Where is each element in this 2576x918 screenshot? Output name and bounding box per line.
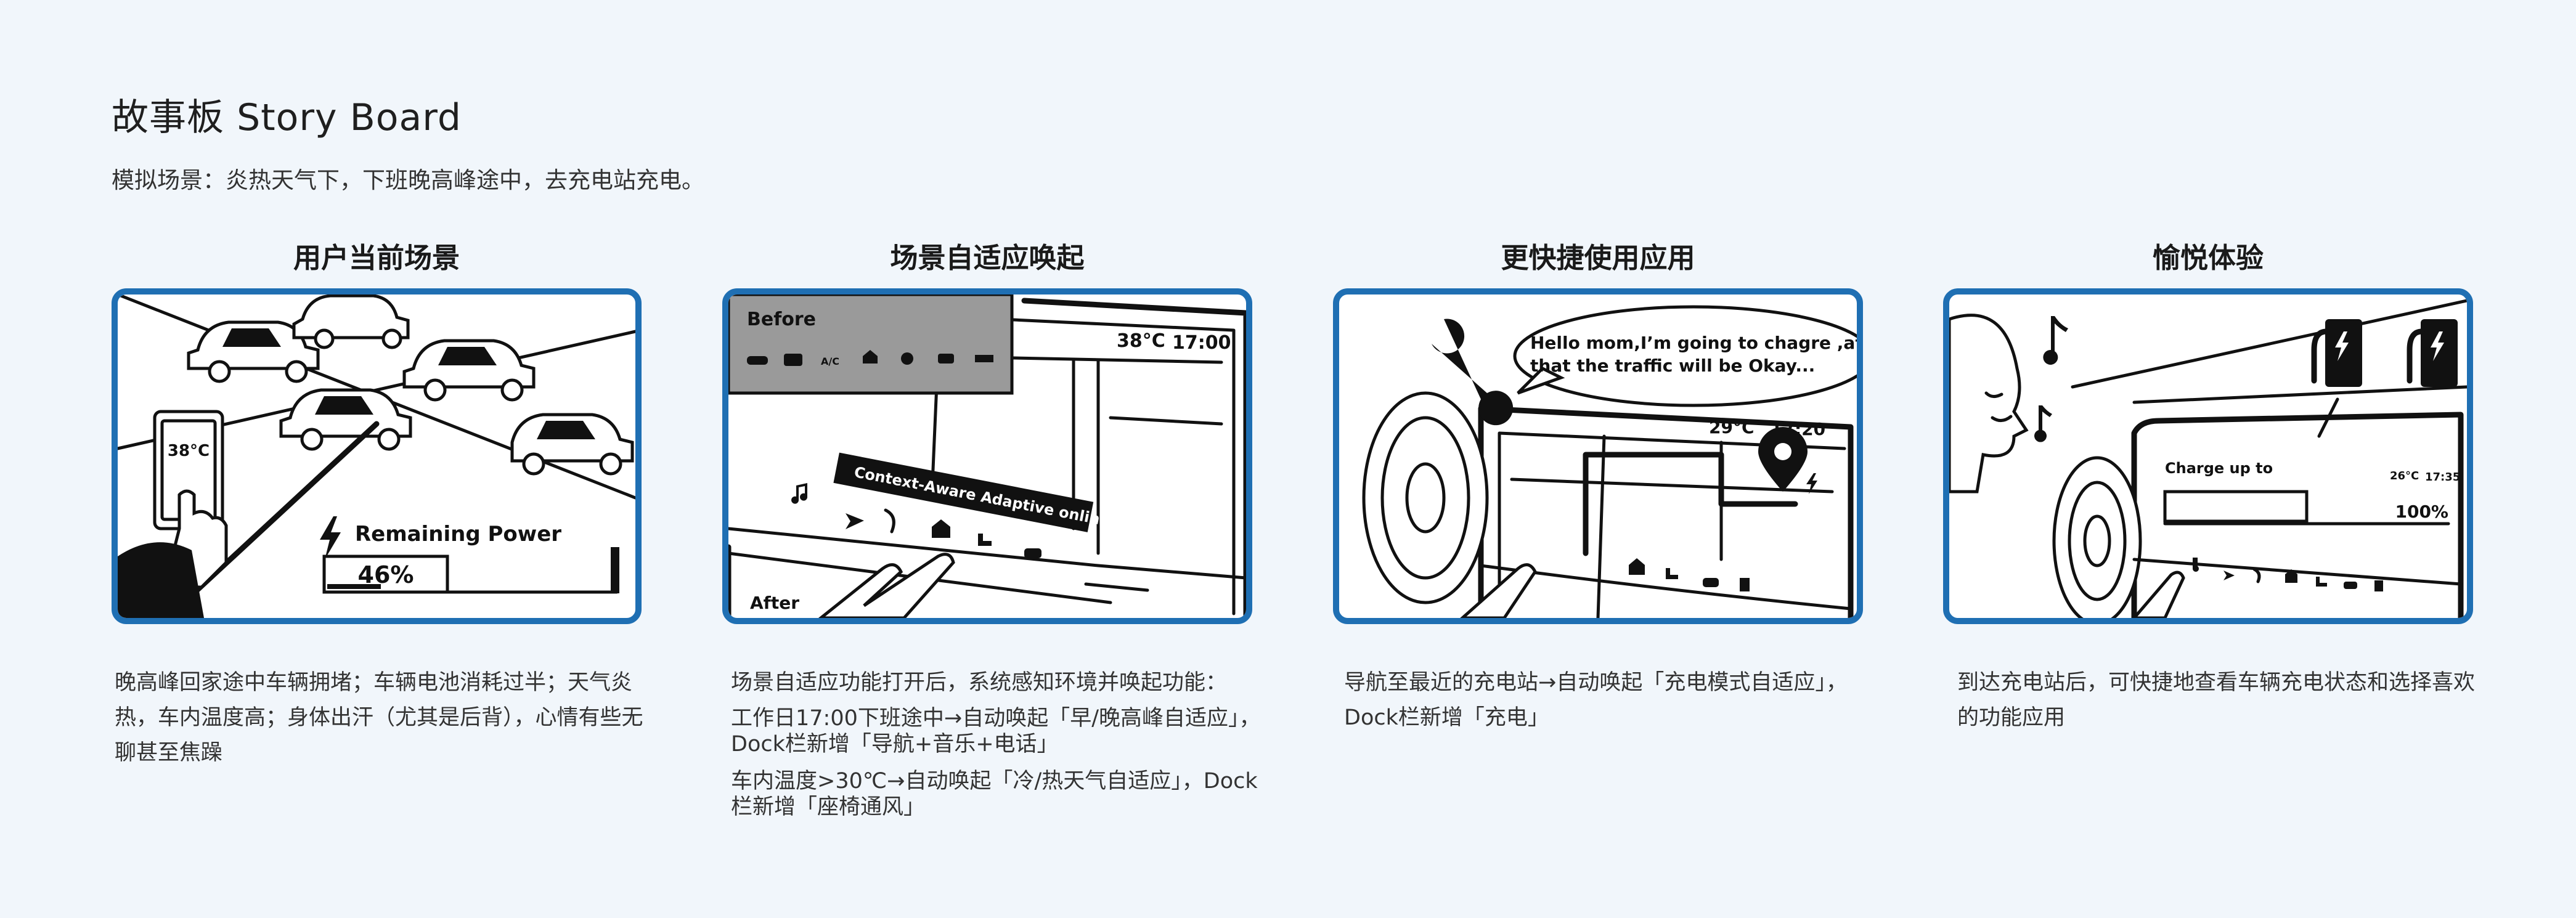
battery-level-fill	[327, 584, 381, 589]
remaining-power-label: Remaining Power	[355, 522, 561, 546]
charger-icon	[2311, 319, 2362, 387]
column-heading-current-scene: 用户当前场景	[293, 242, 460, 274]
page-title: 故事板 Story Board	[112, 96, 462, 139]
speech-bubble	[1513, 305, 1857, 407]
time-readout: 17:00	[1172, 332, 1231, 354]
lightning-icon	[320, 516, 341, 559]
column-description-quick-apps: 导航至最近的充电站→自动唤起「充电模式自适应」，Dock栏新增「充电」	[1344, 665, 1874, 741]
location-pin-icon	[1758, 427, 1808, 492]
music-icon	[2193, 558, 2199, 572]
home-icon	[1629, 558, 1645, 575]
phone-temperature: 38°C	[168, 442, 210, 460]
seat-ventilation-icon	[2316, 577, 2327, 587]
seat-ventilation-icon	[1666, 568, 1678, 579]
speech-text-line1: Hello mom,I’m going to chagre ,after	[1530, 333, 1857, 353]
storyboard-panel-quick-apps: 29°C 17:20 Hello mom,I’m going to chagre…	[1333, 288, 1863, 624]
fan-icon	[901, 352, 913, 365]
charging-station-illustration: Charge up to 26°C 17:35 100%	[1949, 299, 2467, 618]
description-text: 到达充电站后，可快捷地查看车辆充电状态和选择喜欢的功能应用	[1957, 670, 2476, 730]
home-icon	[863, 350, 878, 364]
context-aware-banner: Context-Aware Adaptive online	[833, 452, 1111, 532]
car-icon	[187, 320, 320, 383]
smiling-person	[1949, 314, 2029, 494]
charger-icon	[2407, 319, 2458, 387]
car-icon	[279, 388, 412, 451]
bus-icon	[784, 354, 802, 366]
car-front-icon	[1024, 548, 1041, 558]
phone-call-icon	[884, 508, 895, 534]
description-text: 工作日17:00下班途中→自动唤起「早/晚高峰自适应」，Dock栏新增「导航+音…	[731, 706, 1261, 757]
speech-text-line2: that the traffic will be Okay...	[1530, 355, 1815, 376]
column-heading-pleasant-experience: 愉悦体验	[2152, 242, 2264, 274]
navigation-icon	[2223, 571, 2235, 580]
storyboard-panel-adaptive-wakeup: 38°C 17:00 Before A/C Context-Aware Adap…	[722, 288, 1252, 624]
car-front-icon	[1703, 578, 1719, 587]
phone-icon: 38°C	[153, 410, 224, 530]
car-icon	[402, 339, 536, 402]
music-note-icon	[2034, 405, 2052, 442]
traffic-scene-illustration: 38°C Remaining Power 46%	[118, 294, 635, 618]
lightning-icon	[1806, 473, 1817, 494]
storyboard-panel-current-scene: 38°C Remaining Power 46%	[112, 288, 642, 624]
storyboard-panel-pleasant-experience: Charge up to 26°C 17:35 100%	[1943, 288, 2473, 624]
seat-ventilation-icon	[978, 534, 992, 546]
home-icon	[932, 519, 950, 538]
column-description-pleasant-experience: 到达充电站后，可快捷地查看车辆充电状态和选择喜欢的功能应用	[1957, 665, 2487, 741]
column-heading-quick-apps: 更快捷使用应用	[1501, 242, 1695, 274]
temperature-readout: 38°C	[1117, 330, 1165, 352]
navigation-call-illustration: 29°C 17:20 Hello mom,I’m going to chagre…	[1362, 305, 1857, 618]
description-text: 晚高峰回家途中车辆拥堵；车辆电池消耗过半；天气炎热，车内温度高；身体出汗（尤其是…	[115, 670, 643, 765]
ac-label: A/C	[821, 355, 839, 367]
column-heading-adaptive-wakeup: 场景自适应唤起	[890, 242, 1085, 274]
description-text: 车内温度>30℃→自动唤起「冷/热天气自适应」，Dock栏新增「座椅通风」	[731, 769, 1258, 819]
car-icon	[292, 294, 410, 349]
battery-percentage: 46%	[358, 561, 414, 588]
charging-icon	[2374, 580, 2383, 591]
navigation-icon	[846, 513, 864, 529]
column-description-current-scene: 晚高峰回家途中车辆拥堵；车辆电池消耗过半；天气炎热，车内温度高；身体出汗（尤其是…	[115, 665, 645, 776]
before-dock-panel	[728, 294, 1014, 395]
charge-percentage: 100%	[2395, 502, 2448, 522]
car-front-icon	[938, 354, 954, 364]
column-description-adaptive-wakeup: 场景自适应功能打开后，系统感知环境并唤起功能： 工作日17:00下班途中→自动唤…	[731, 665, 1261, 825]
home-icon	[2285, 569, 2297, 583]
phone-handset-icon	[1432, 319, 1514, 426]
temperature-readout: 29°C	[1709, 417, 1755, 437]
charging-icon	[1740, 578, 1750, 591]
page-subtitle: 模拟场景：炎热天气下，下班晚高峰途中，去充电站充电。	[112, 167, 704, 193]
car-front-icon	[2344, 582, 2357, 589]
after-label: After	[750, 593, 799, 613]
music-note-icon	[2043, 316, 2068, 365]
adaptive-dock-illustration: 38°C 17:00 Before A/C Context-Aware Adap…	[728, 294, 1246, 618]
music-icon	[791, 483, 808, 504]
time-readout: 17:35	[2425, 471, 2460, 484]
seat-heat-icon	[975, 355, 993, 362]
charge-progress-bar	[2163, 490, 2309, 523]
temperature-readout: 26°C	[2390, 469, 2419, 482]
car-icon	[510, 413, 634, 476]
before-label: Before	[747, 309, 816, 330]
car-icon	[747, 356, 768, 365]
description-text: 导航至最近的充电站→自动唤起「充电模式自适应」，Dock栏新增「充电」	[1344, 670, 1848, 730]
phone-call-icon	[2252, 567, 2261, 583]
description-text: 场景自适应功能打开后，系统感知环境并唤起功能：	[731, 670, 1228, 695]
charge-label: Charge up to	[2165, 460, 2273, 477]
